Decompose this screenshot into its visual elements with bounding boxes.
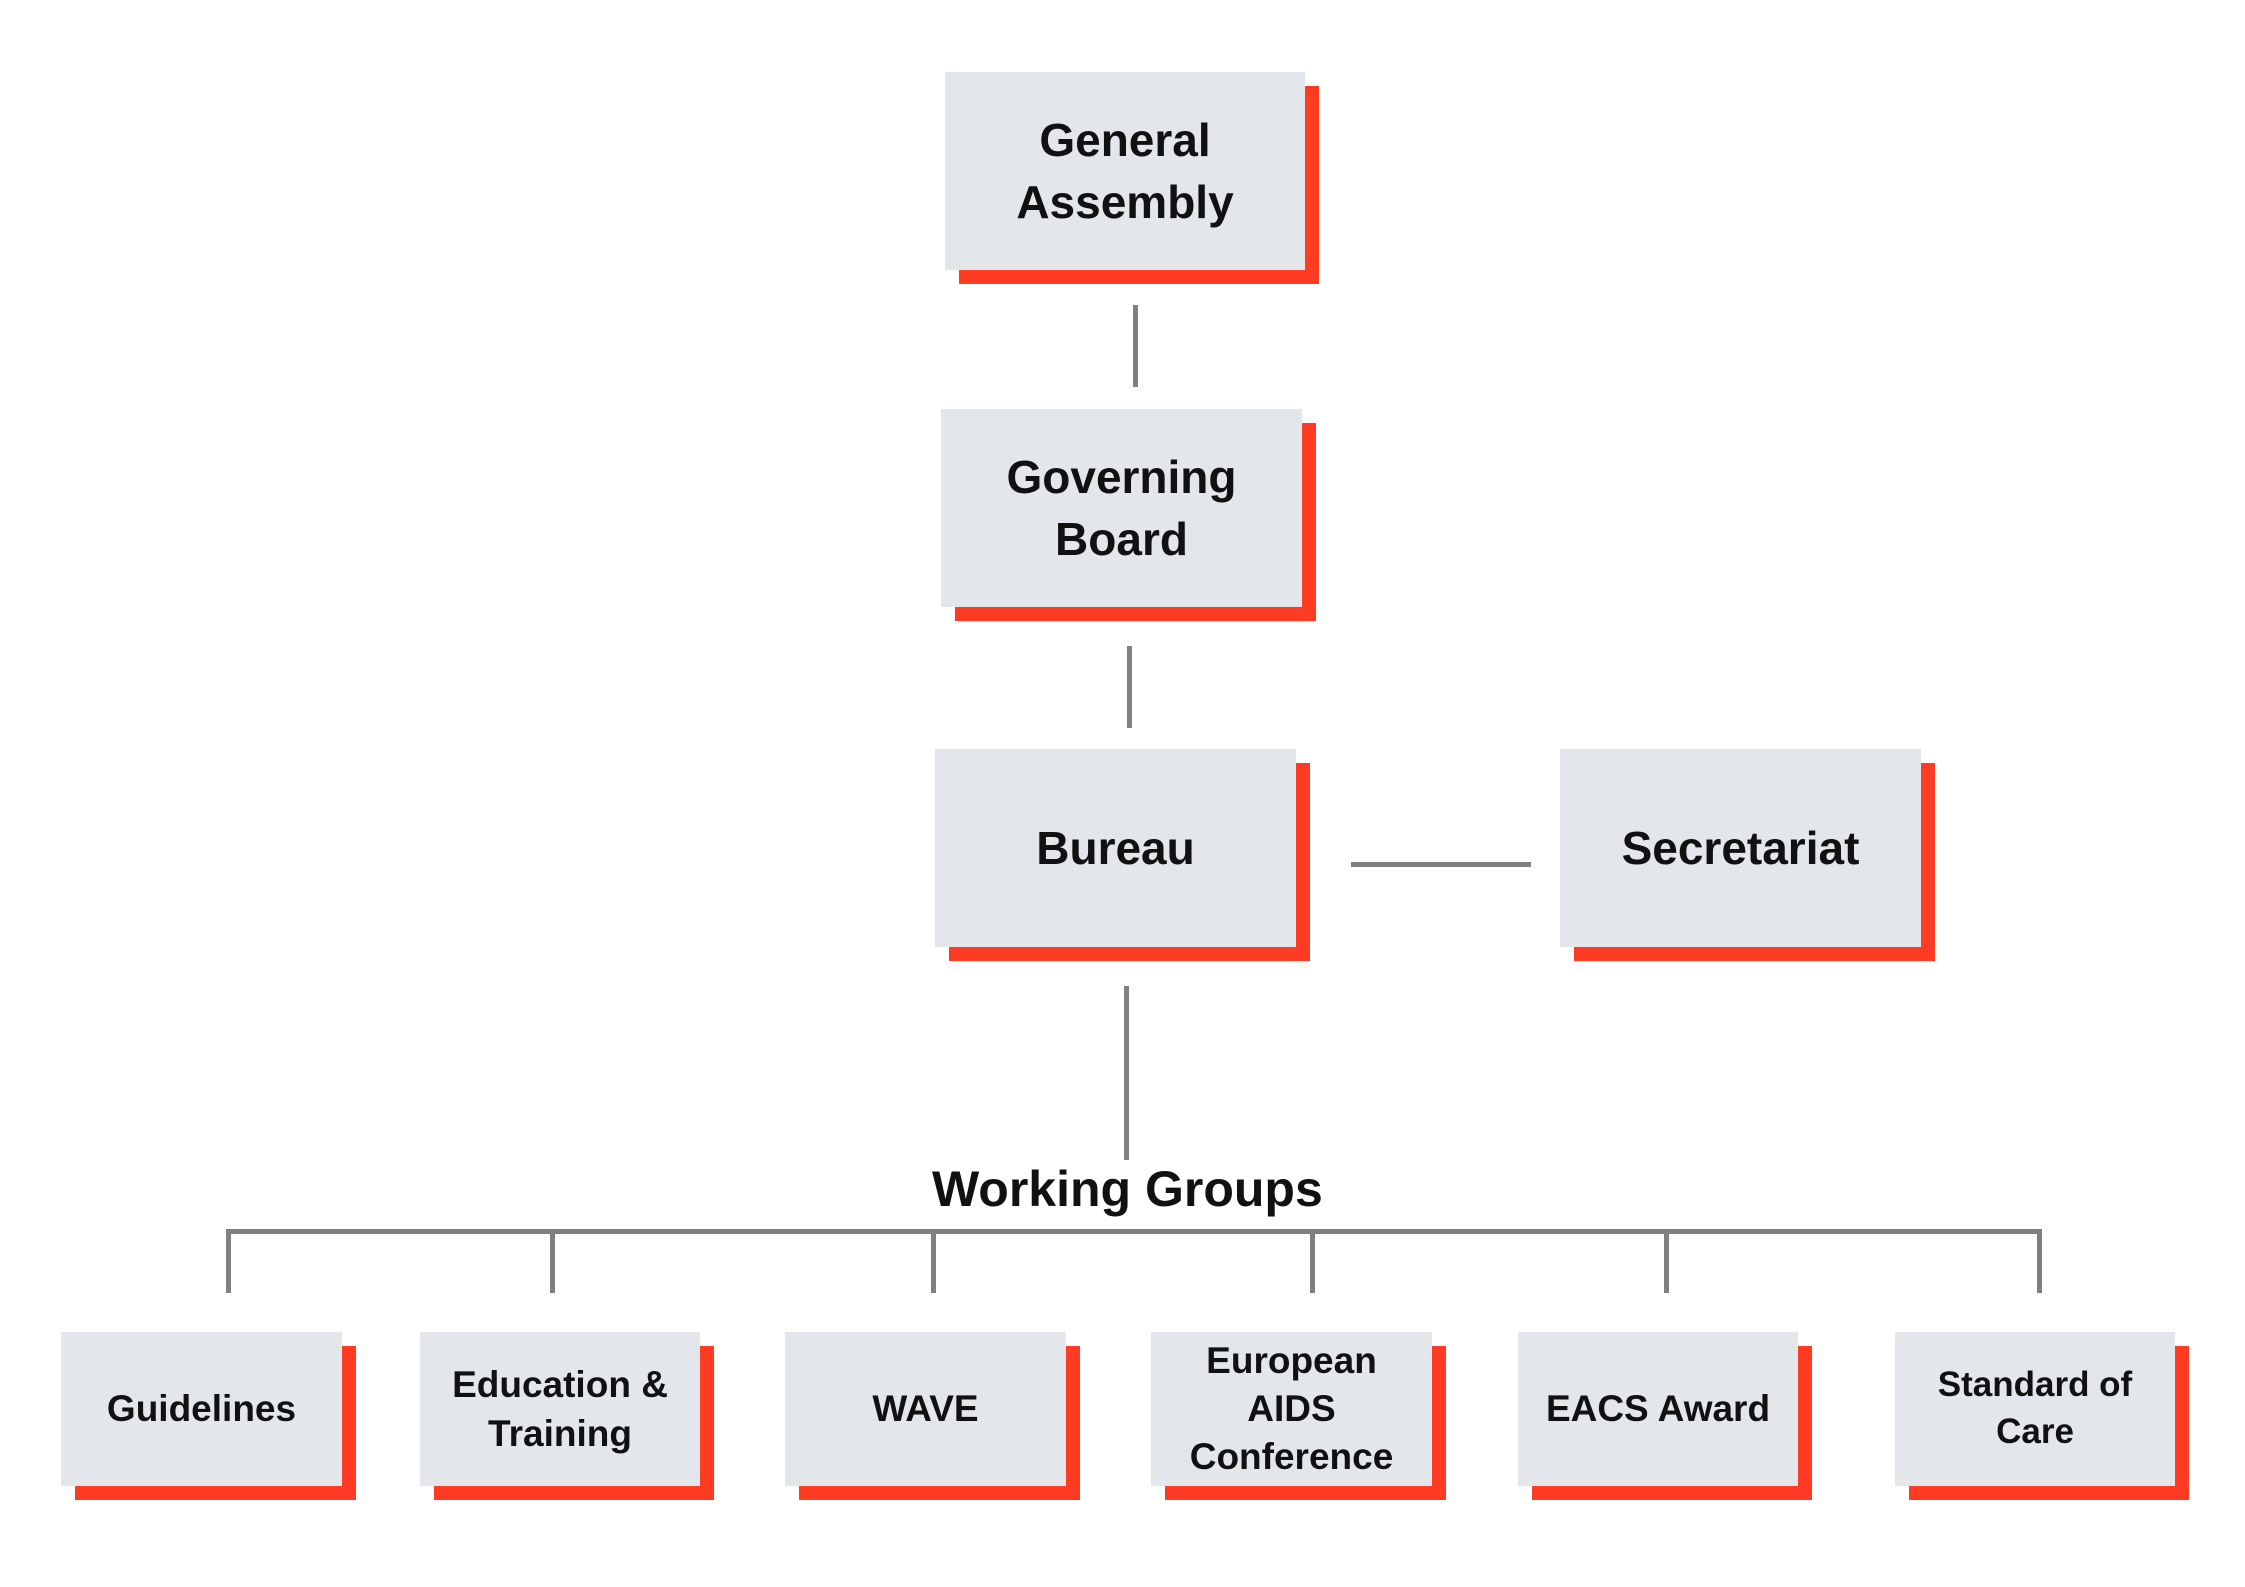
working-group-label: European AIDS Conference — [1151, 1332, 1432, 1486]
governing-board-label: Governing Board — [941, 409, 1302, 607]
working-groups-bracket — [226, 1229, 2042, 1234]
bureau-label: Bureau — [935, 749, 1296, 947]
working-group-eacs-award: EACS Award — [1518, 1332, 1812, 1500]
bracket-drop-4 — [1310, 1229, 1315, 1293]
working-group-european-aids-conference: European AIDS Conference — [1151, 1332, 1446, 1500]
connector-assembly-board — [1133, 305, 1138, 387]
working-group-guidelines: Guidelines — [61, 1332, 356, 1500]
bureau-box: Bureau — [935, 749, 1310, 961]
working-group-label: Standard of Care — [1895, 1332, 2175, 1486]
connector-bureau-secretariat — [1351, 862, 1531, 867]
working-group-label: WAVE — [785, 1332, 1066, 1486]
working-group-label: Education & Training — [420, 1332, 700, 1486]
bracket-drop-2 — [550, 1229, 555, 1293]
governing-board-box: Governing Board — [941, 409, 1316, 621]
general-assembly-label: General Assembly — [945, 72, 1305, 270]
bracket-drop-6 — [2037, 1229, 2042, 1293]
connector-bureau-working-groups — [1124, 986, 1129, 1160]
bracket-drop-5 — [1664, 1229, 1669, 1293]
working-group-standard-of-care: Standard of Care — [1895, 1332, 2189, 1500]
general-assembly-box: General Assembly — [945, 72, 1319, 284]
secretariat-box: Secretariat — [1560, 749, 1935, 961]
bracket-drop-3 — [931, 1229, 936, 1293]
working-group-label: Guidelines — [61, 1332, 342, 1486]
bracket-drop-1 — [226, 1229, 231, 1293]
working-group-education-training: Education & Training — [420, 1332, 714, 1500]
connector-board-bureau — [1127, 646, 1132, 728]
working-group-label: EACS Award — [1518, 1332, 1798, 1486]
secretariat-label: Secretariat — [1560, 749, 1921, 947]
working-group-wave: WAVE — [785, 1332, 1080, 1500]
working-groups-title: Working Groups — [932, 1161, 1323, 1217]
